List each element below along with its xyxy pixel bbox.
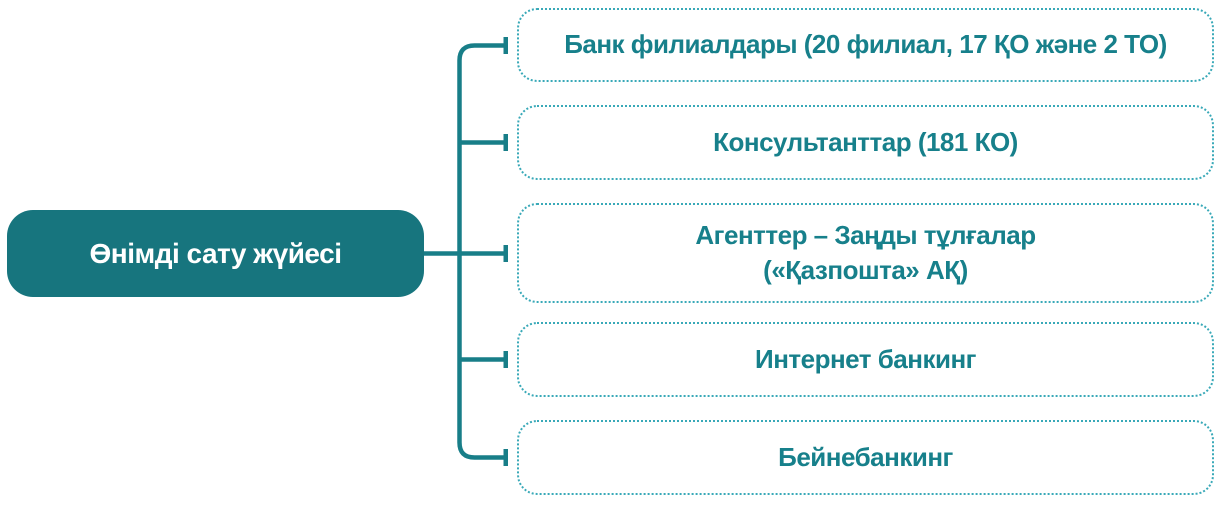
- branch-box-consultants: Консультанттар (181 КО): [517, 105, 1214, 180]
- branch-box-internet-banking: Интернет банкинг: [517, 322, 1214, 397]
- root-node-sales-system: Өнімді сату жүйесі: [7, 210, 424, 297]
- branch-box-bank-branches: Банк филиалдары (20 филиал, 17 ҚО және 2…: [517, 8, 1214, 82]
- branch-box-agents-legal-entities: Агенттер – Заңды тұлғалар («Қазпошта» АҚ…: [517, 203, 1214, 303]
- branch-box-video-banking: Бейнебанкинг: [517, 420, 1214, 495]
